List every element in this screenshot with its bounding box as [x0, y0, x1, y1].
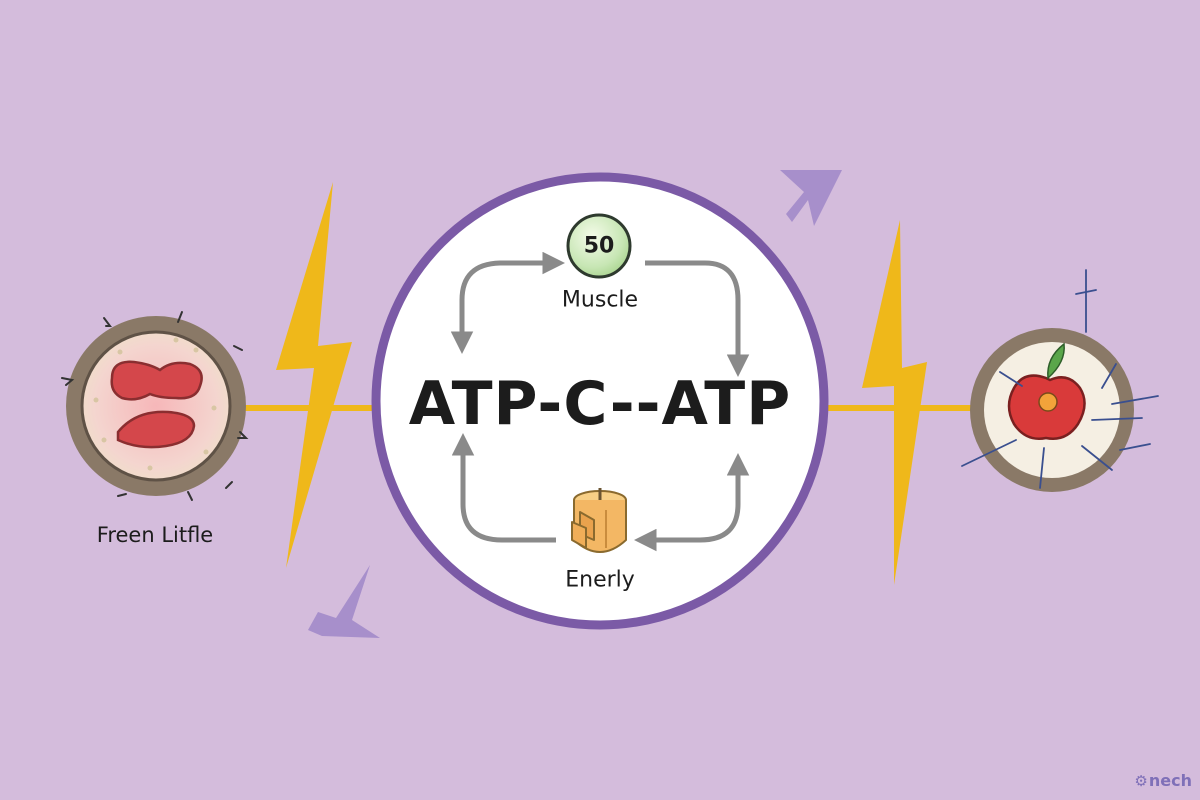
- apple-cell-icon: [961, 269, 1159, 492]
- cycle-arrow-bottom-right: [634, 453, 750, 552]
- gear-icon: ⚙: [1134, 772, 1148, 790]
- muscle-tissue-cell-icon: [61, 311, 249, 501]
- hub-title: ATP-C--ATP: [408, 369, 792, 439]
- top-node-label: Muscle: [561, 287, 639, 313]
- accent-arrow-up-icon: [780, 170, 842, 226]
- lightning-bolt-icon: [276, 182, 352, 568]
- orange-cylinder-icon: [571, 488, 627, 553]
- green-circle-badge-icon: [566, 213, 632, 279]
- lightning-bolt-icon: [862, 220, 927, 585]
- cycle-arrow-top-left: [450, 251, 565, 354]
- cycle-arrow-bottom-left: [451, 433, 556, 543]
- watermark: ⚙nech: [1134, 771, 1192, 790]
- watermark-text: nech: [1148, 771, 1192, 790]
- cycle-arrow-top-right: [645, 260, 750, 377]
- badge-number: 50: [583, 233, 615, 259]
- accent-arrow-down-icon: [308, 565, 380, 638]
- left-node-label: Freen Litfle: [96, 523, 214, 547]
- bottom-node-label: Enerly: [565, 567, 635, 593]
